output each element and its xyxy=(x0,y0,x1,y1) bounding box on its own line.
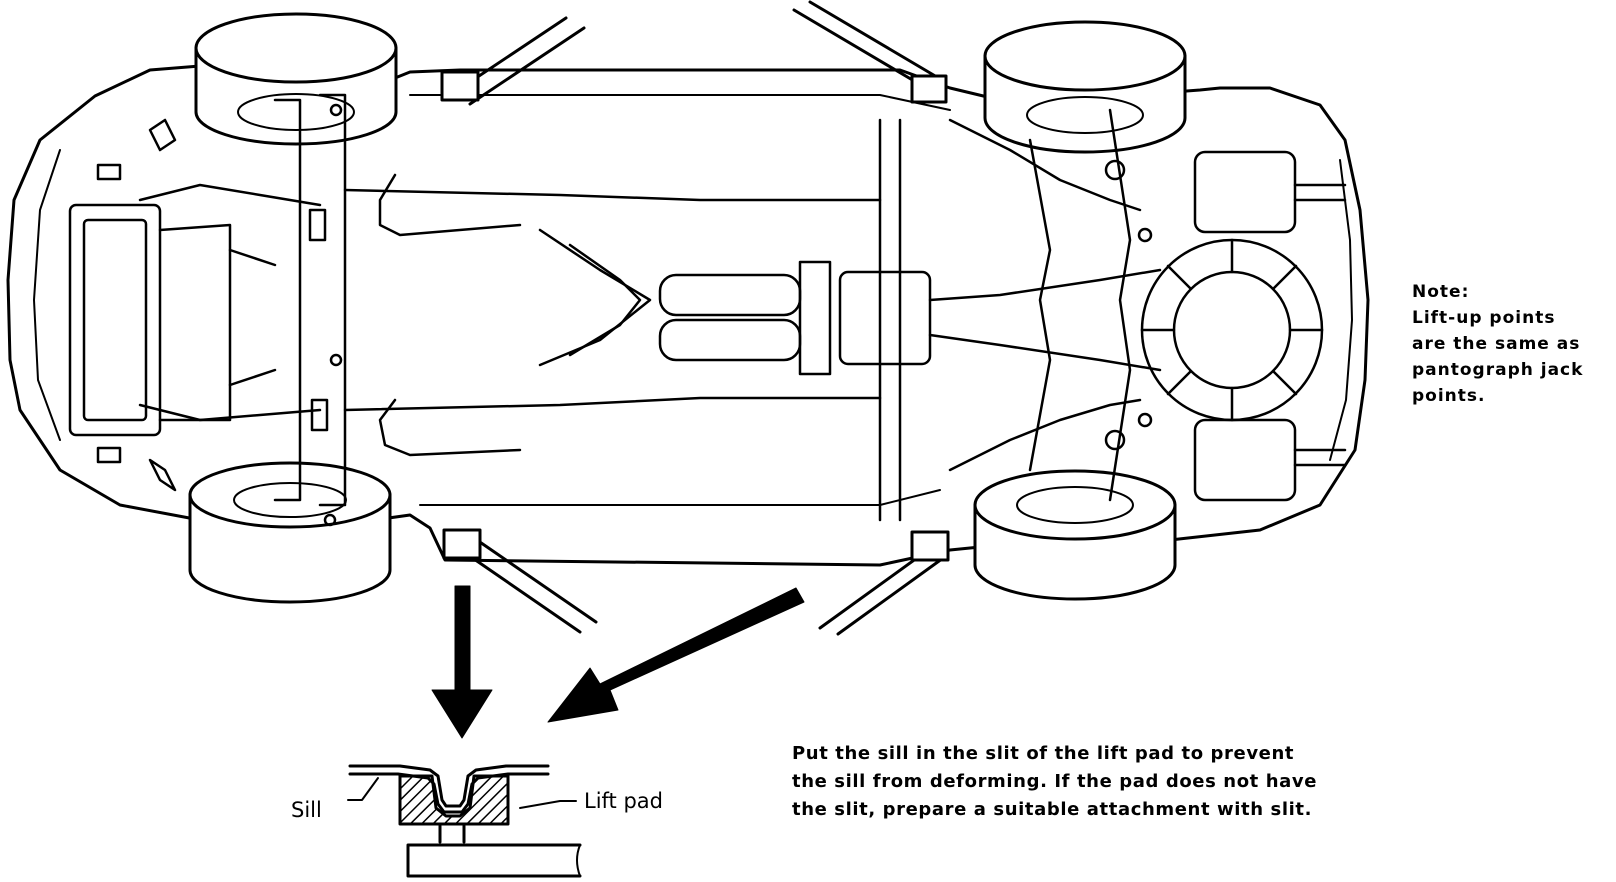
note-line-4: points. xyxy=(1412,386,1486,406)
lift-pad-label: Lift pad xyxy=(584,789,663,813)
arrow-icon-down xyxy=(431,585,493,739)
arrow-icon-diagonal xyxy=(547,587,805,723)
lift-pad-leader-line xyxy=(519,800,577,809)
note-heading: Note: xyxy=(1412,282,1470,302)
note-line-3: pantograph jack xyxy=(1412,360,1584,380)
rear-mufflers xyxy=(1193,150,1347,502)
rear-left-wheel xyxy=(983,20,1187,154)
rear-right-wheel xyxy=(973,469,1177,601)
front-right-wheel xyxy=(188,461,392,604)
rear-suspension xyxy=(948,108,1153,502)
note-line-1: Lift-up points xyxy=(1412,308,1556,328)
sill-leader-line xyxy=(347,777,379,801)
instruction-line-3: the slit, prepare a suitable attachment … xyxy=(792,799,1313,820)
spare-tire xyxy=(1140,238,1324,422)
note-block: Note: Lift-up points are the same as pan… xyxy=(1412,279,1583,409)
lift-pad-detail xyxy=(347,764,582,878)
lift-arms xyxy=(440,0,950,636)
sill-label: Sill xyxy=(291,798,322,822)
front-left-wheel xyxy=(194,12,398,146)
instruction-line-2: the sill from deforming. If the pad does… xyxy=(792,771,1318,792)
note-line-2: are the same as xyxy=(1412,334,1581,354)
exhaust-system xyxy=(343,118,1162,522)
instructions-block: Put the sill in the slit of the lift pad… xyxy=(792,740,1317,824)
front-subframe xyxy=(68,93,347,527)
instruction-line-1: Put the sill in the slit of the lift pad… xyxy=(792,743,1295,764)
